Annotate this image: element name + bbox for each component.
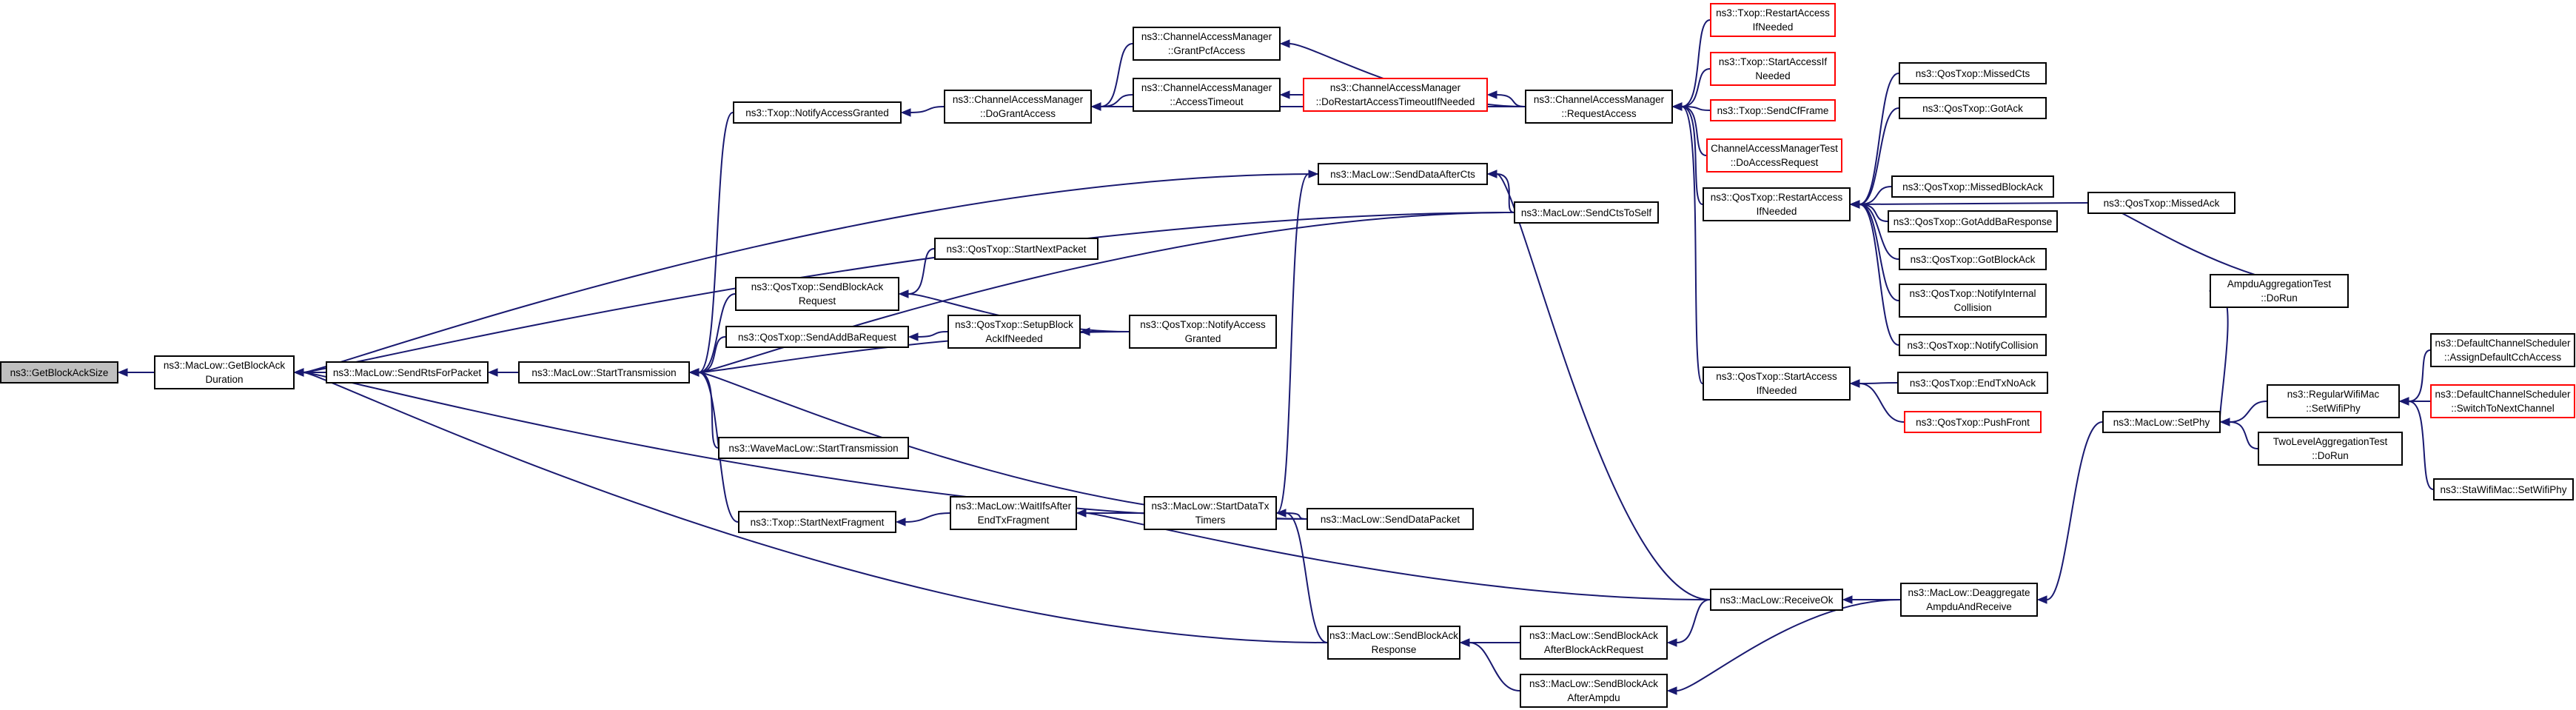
graph-node[interactable]: ns3::MacLow::SetPhy [2102,411,2221,433]
call-edge [2036,421,2103,604]
call-edge [898,289,1130,332]
call-edge [1666,599,1901,695]
graph-node[interactable]: ns3::ChannelAccessManager ::GrantPcfAcce… [1133,27,1281,61]
graph-node[interactable]: ns3::ChannelAccessManager ::DoRestartAcc… [1303,78,1488,112]
call-edge [1671,102,1703,384]
graph-node[interactable]: ns3::QosTxop::MissedBlockAck [1891,175,2054,198]
graph-node[interactable]: ns3::QosTxop::SendAddBaRequest [725,326,909,348]
call-edge [1671,19,1711,111]
graph-node[interactable]: ns3::WaveMacLow::StartTransmission [718,437,909,459]
graph-node[interactable]: ns3::QosTxop::StartNextPacket [934,238,1099,260]
graph-node[interactable]: ns3::QosTxop::NotifyInternal Collision [1899,284,2047,318]
call-edge [1849,200,2088,209]
graph-node[interactable]: ns3::QosTxop::MissedAck [2087,192,2235,214]
graph-node[interactable]: ns3::QosTxop::NotifyAccess Granted [1129,315,1277,349]
graph-node[interactable]: ChannelAccessManagerTest ::DoAccessReque… [1706,138,1842,173]
graph-node[interactable]: ns3::ChannelAccessManager ::RequestAcces… [1525,90,1673,124]
graph-node[interactable]: ns3::QosTxop::PushFront [1904,411,2042,433]
call-edge [1671,102,1703,205]
graph-node[interactable]: ns3::MacLow::SendBlockAck AfterAmpdu [1520,674,1668,708]
graph-node[interactable]: ns3::MacLow::StartTransmission [518,361,690,384]
call-edge [2398,349,2431,406]
call-edge [1276,170,1319,514]
graph-node[interactable]: ns3::Txop::SendCfFrame [1710,99,1836,121]
graph-node[interactable]: ns3::MacLow::Deaggregate AmpduAndReceive [1900,583,2038,617]
graph-node[interactable]: ns3::Txop::StartAccessIf Needed [1710,52,1836,86]
graph-node[interactable]: ns3::Txop::RestartAccess IfNeeded [1710,3,1836,37]
graph-node[interactable]: ns3::DefaultChannelScheduler ::SwitchToN… [2430,384,2575,418]
graph-node[interactable]: ns3::Txop::NotifyAccessGranted [733,101,902,124]
graph-node[interactable]: ns3::QosTxop::RestartAccess IfNeeded [1703,187,1851,221]
graph-node[interactable]: AmpduAggregationTest ::DoRun [2210,274,2349,308]
graph-node[interactable]: ns3::QosTxop::GotBlockAck [1899,248,2047,270]
call-edge [487,368,518,377]
call-edge [2219,418,2258,449]
graph-node[interactable]: ns3::MacLow::SendBlockAck Response [1327,626,1460,660]
graph-node[interactable]: ns3::MacLow::SendBlockAck AfterBlockAckR… [1520,626,1668,660]
call-edge [1849,379,1905,423]
call-edge [1459,638,1520,691]
call-edge [1076,509,1711,600]
graph-node[interactable]: ns3::MacLow::SendDataPacket [1307,508,1474,530]
call-edge [293,368,1328,643]
graph-node[interactable]: ns3::MacLow::GetBlockAck Duration [154,355,295,389]
graph-node[interactable]: ns3::ChannelAccessManager ::DoGrantAcces… [944,90,1092,124]
graph-node[interactable]: ns3::QosTxop::NotifyCollision [1899,334,2047,356]
graph-node[interactable]: ns3::MacLow::SendCtsToSelf [1514,201,1659,224]
graph-node[interactable]: ns3::QosTxop::EndTxNoAck [1897,372,2048,394]
graph-node[interactable]: ns3::MacLow::WaitIfsAfter EndTxFragment [950,496,1077,530]
call-edge [1279,90,1304,99]
graph-node[interactable]: ns3::ChannelAccessManager ::AccessTimeou… [1133,78,1281,112]
call-edge [900,106,945,117]
call-edge [1666,599,1711,647]
graph-node[interactable]: ns3::Txop::StartNextFragment [738,511,896,533]
graph-node[interactable]: TwoLevelAggregationTest ::DoRun [2258,432,2403,466]
call-edge [1486,170,1711,600]
graph-node[interactable]: ns3::RegularWifiMac ::SetWifiPhy [2267,384,2400,418]
graph-node[interactable]: ns3::QosTxop::SetupBlock AckIfNeeded [947,315,1081,349]
graph-node[interactable]: ns3::QosTxop::GotAddBaResponse [1888,210,2058,232]
call-edge [898,248,935,298]
call-edge [908,331,948,341]
call-edge [117,368,154,377]
graph-node[interactable]: ns3::QosTxop::GotAck [1899,97,2047,119]
call-edge [1671,102,1707,156]
graph-node[interactable]: ns3::MacLow::ReceiveOk [1710,589,1843,611]
call-edge [1275,509,1328,643]
graph-node[interactable]: ns3::QosTxop::MissedCts [1899,62,2047,84]
graph-node[interactable]: ns3::MacLow::StartDataTx Timers [1144,496,1277,530]
graph-node[interactable]: ns3::GetBlockAckSize [0,361,118,384]
graph-node[interactable]: ns3::MacLow::SendDataAfterCts [1318,163,1488,185]
graph-node[interactable]: ns3::QosTxop::SendBlockAck Request [735,277,899,311]
graph-node[interactable]: ns3::StaWifiMac::SetWifiPhy [2433,478,2574,500]
graph-node[interactable]: ns3::MacLow::SendRtsForPacket [326,361,489,384]
graph-node[interactable]: ns3::DefaultChannelScheduler ::AssignDef… [2430,333,2575,367]
call-edge [1090,43,1133,111]
call-edge [895,512,950,526]
graph-node[interactable]: ns3::QosTxop::StartAccess IfNeeded [1703,366,1851,401]
call-edge [2398,397,2434,490]
